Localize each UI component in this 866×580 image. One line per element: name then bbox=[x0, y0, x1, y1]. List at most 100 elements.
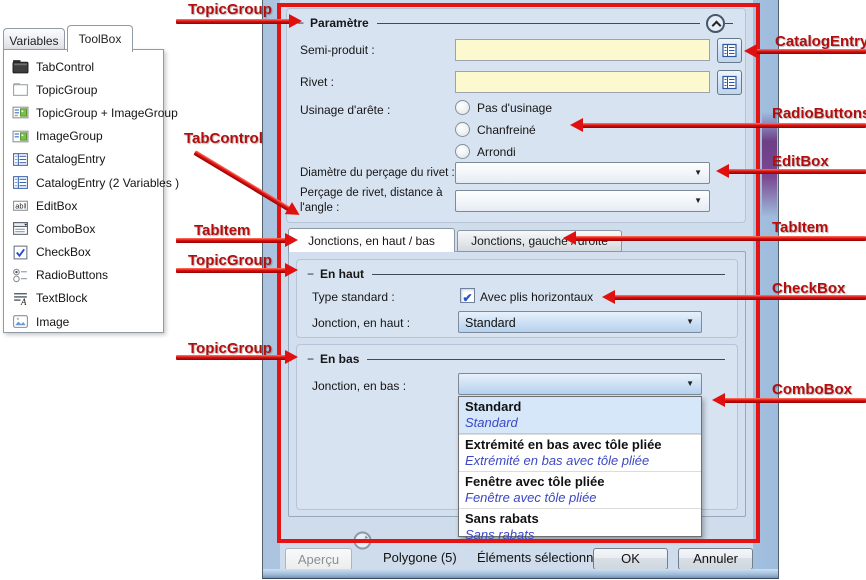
dropdown-item-subtitle: Standard bbox=[465, 415, 518, 430]
usinage-label: Usinage d'arête : bbox=[300, 103, 391, 117]
dropdown-item-extremite[interactable]: Extrémité en bas avec tôle pliée Extrémi… bbox=[459, 434, 701, 471]
catalog-icon bbox=[722, 43, 737, 58]
dropdown-item-fenetre[interactable]: Fenêtre avec tôle pliée Fenêtre avec tôl… bbox=[459, 471, 701, 508]
annotation-arrow bbox=[570, 118, 866, 132]
dropdown-arrow-icon: ▼ bbox=[686, 379, 694, 388]
diametre-label: Diamètre du perçage du rivet : bbox=[300, 167, 455, 179]
radio-label: Arrondi bbox=[477, 145, 516, 159]
dropdown-arrow-icon: ▼ bbox=[694, 196, 702, 205]
semi-produit-label: Semi-produit : bbox=[300, 43, 375, 57]
diametre-combobox[interactable]: ▼ bbox=[455, 162, 710, 184]
group-rule bbox=[725, 22, 733, 24]
toolbox-item-label: EditBox bbox=[36, 198, 78, 213]
textblock-icon: A bbox=[14, 292, 27, 307]
en-haut-group-title: En haut bbox=[320, 267, 365, 281]
tab-variables[interactable]: Variables bbox=[3, 28, 65, 52]
dropdown-item-name: Standard bbox=[465, 399, 522, 414]
dropdown-item-subtitle: Sans rabats bbox=[465, 527, 535, 542]
toolbox-item-imagegroup[interactable]: ImageGroup bbox=[4, 125, 163, 148]
annotation-label-topicgroup-3: TopicGroup bbox=[188, 340, 272, 357]
annotation-label-editbox: EditBox bbox=[772, 153, 829, 170]
annotation-label-checkbox: CheckBox bbox=[772, 280, 846, 297]
avec-plis-checkbox[interactable]: ✔ bbox=[460, 288, 475, 305]
radio-label: Chanfreiné bbox=[477, 123, 536, 137]
toolbox-item-topicgroup-imagegroup[interactable]: TopicGroup + ImageGroup bbox=[4, 101, 178, 124]
toolbox-item-combobox[interactable]: ComboBox bbox=[4, 217, 163, 240]
radio-pas-dusinage[interactable] bbox=[455, 100, 470, 115]
annuler-button[interactable]: Annuler bbox=[678, 548, 753, 570]
group-rule bbox=[372, 273, 725, 275]
jonction-bas-label: Jonction, en bas : bbox=[312, 379, 407, 393]
window-bottom-border bbox=[263, 569, 778, 578]
radio-arrondi[interactable] bbox=[455, 144, 470, 159]
en-bas-group-title: En bas bbox=[320, 352, 360, 366]
toolbox-item-radiobuttons[interactable]: RadioButtons bbox=[4, 264, 163, 287]
dropdown-item-sans-rabats[interactable]: Sans rabats Sans rabats bbox=[459, 508, 701, 545]
jonction-bas-combobox[interactable]: ▼ bbox=[458, 373, 702, 395]
collapse-minus-icon: − bbox=[307, 267, 315, 281]
jonction-haut-combobox[interactable]: Standard ▼ bbox=[458, 311, 702, 333]
toolbox-item-textblock[interactable]: A TextBlock bbox=[4, 287, 163, 310]
toolbox-item-editbox[interactable]: ab EditBox bbox=[4, 194, 163, 217]
toolbox-item-checkbox[interactable]: CheckBox bbox=[4, 241, 163, 264]
radio-label: Pas d'usinage bbox=[477, 101, 553, 115]
toolbox-item-catalogentry[interactable]: CatalogEntry bbox=[4, 148, 163, 171]
annotation-arrow bbox=[712, 393, 866, 407]
annotation-arrow bbox=[176, 14, 302, 28]
type-standard-label: Type standard : bbox=[312, 290, 395, 304]
dropdown-item-standard[interactable]: Standard Standard bbox=[459, 397, 701, 434]
semi-produit-catalog-button[interactable] bbox=[717, 38, 742, 63]
semi-produit-field[interactable] bbox=[455, 39, 710, 61]
rivet-catalog-button[interactable] bbox=[717, 70, 742, 95]
svg-text:A: A bbox=[20, 297, 27, 307]
catalogentry-icon bbox=[13, 152, 28, 166]
apercu-button[interactable]: Aperçu bbox=[285, 548, 352, 572]
percage-combobox[interactable]: ▼ bbox=[455, 190, 710, 212]
annotation-arrow bbox=[716, 164, 866, 178]
toolbox-item-tabcontrol[interactable]: TabControl bbox=[4, 55, 163, 78]
annotation-label-combobox: ComboBox bbox=[772, 381, 852, 398]
tab-jonctions-haut-bas[interactable]: Jonctions, en haut / bas bbox=[288, 228, 455, 252]
jonction-haut-value: Standard bbox=[465, 316, 516, 330]
annotation-highlight-rect bbox=[277, 3, 760, 543]
toolbox-item-label: CheckBox bbox=[36, 245, 91, 260]
annotation-arrow bbox=[176, 350, 298, 364]
dropdown-item-name: Extrémité en bas avec tôle pliée bbox=[465, 437, 662, 452]
dropdown-item-name: Sans rabats bbox=[465, 511, 539, 526]
parametre-group-header: − Paramètre bbox=[297, 13, 733, 33]
annotation-label-catalogentry: CatalogEntry bbox=[775, 33, 866, 50]
catalog-icon bbox=[722, 75, 737, 90]
annotation-label-topicgroup-2: TopicGroup bbox=[188, 252, 272, 269]
dropdown-item-subtitle: Fenêtre avec tôle pliée bbox=[465, 490, 597, 505]
annotation-label-tabcontrol: TabControl bbox=[184, 130, 263, 147]
annotation-label-tabitem-right: TabItem bbox=[772, 219, 829, 236]
toolbox-item-catalogentry-2[interactable]: CatalogEntry (2 Variables ) bbox=[4, 171, 179, 194]
annotation-label-topicgroup-1: TopicGroup bbox=[188, 1, 272, 18]
check-icon: ✔ bbox=[462, 291, 473, 305]
tab-toolbox[interactable]: ToolBox bbox=[67, 25, 133, 52]
annotation-label-radiobuttons: RadioButtons bbox=[772, 105, 866, 122]
toolbox-item-label: TopicGroup bbox=[36, 82, 98, 97]
annotation-arrow bbox=[602, 290, 866, 304]
toolbox-item-label: CatalogEntry (2 Variables ) bbox=[36, 175, 180, 190]
jonction-haut-label: Jonction, en haut : bbox=[312, 316, 411, 330]
annotation-label-tabitem-left: TabItem bbox=[194, 222, 251, 239]
topicgroup-imagegroup-icon bbox=[12, 107, 29, 119]
ok-button[interactable]: OK bbox=[593, 548, 668, 570]
toolbox-item-label: Image bbox=[36, 314, 70, 329]
en-haut-group-header: − En haut bbox=[307, 266, 725, 282]
jonction-bas-dropdown-list: Standard Standard Extrémité en bas avec … bbox=[458, 396, 702, 542]
svg-text:ab: ab bbox=[15, 202, 23, 211]
annotation-arrow bbox=[176, 233, 298, 247]
collapse-button[interactable] bbox=[706, 13, 725, 33]
toolbox-item-label: CatalogEntry bbox=[36, 152, 106, 167]
radio-chanfreine[interactable] bbox=[455, 122, 470, 137]
avec-plis-label: Avec plis horizontaux bbox=[480, 290, 594, 304]
toolbox-item-label: TopicGroup + ImageGroup bbox=[36, 105, 178, 120]
catalogentry-icon bbox=[13, 176, 28, 189]
toolbox-item-topicgroup[interactable]: TopicGroup bbox=[4, 78, 163, 101]
dropdown-item-subtitle: Extrémité en bas avec tôle pliée bbox=[465, 453, 650, 468]
toolbox-item-image[interactable]: Image bbox=[4, 310, 163, 333]
rivet-field[interactable] bbox=[455, 71, 710, 93]
